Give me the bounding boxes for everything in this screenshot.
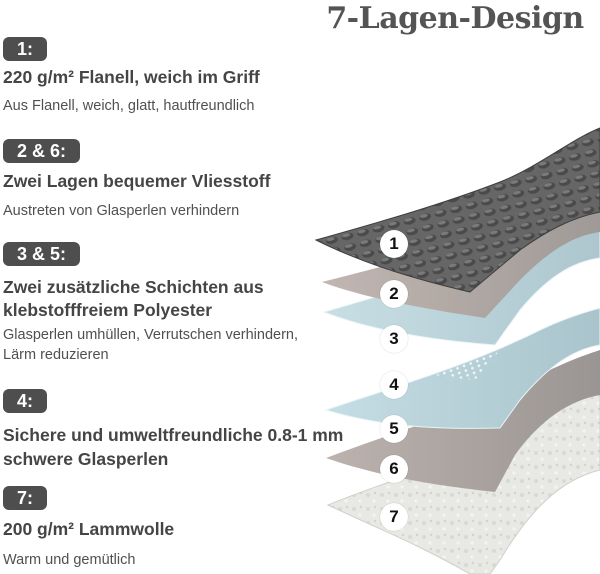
layer-badge-7: 7: bbox=[3, 486, 48, 510]
layer-2-6-description: Austreten von Glasperlen verhindern bbox=[3, 203, 240, 219]
layer-4-heading: Sichere und umweltfreundliche 0.8-1 mm bbox=[3, 425, 344, 445]
layer-4-heading-line2: schwere Glasperlen bbox=[3, 449, 169, 469]
layer-3-5-description: Glasperlen umhüllen, Verrutschen verhind… bbox=[3, 327, 298, 343]
layer-2-6-heading: Zwei Lagen bequemer Vliesstoff bbox=[3, 171, 271, 191]
layer-number-2: 2 bbox=[380, 280, 408, 308]
layer-3-5-description-line2: Lärm reduzieren bbox=[3, 347, 109, 363]
layer-number-7: 7 bbox=[380, 503, 408, 531]
layer-3-5-heading-line2: klebstofffreiem Polyester bbox=[3, 300, 213, 320]
layer-3-5-heading: Zwei zusätzliche Schichten aus bbox=[3, 277, 264, 297]
layer-badge-1: 1: bbox=[3, 37, 48, 61]
layer-number-6: 6 bbox=[380, 455, 408, 483]
layer-number-3: 3 bbox=[380, 325, 408, 353]
layer-number-5: 5 bbox=[380, 415, 408, 443]
layer-7-heading: 200 g/m² Lammwolle bbox=[3, 519, 175, 539]
layer-badge-4: 4: bbox=[3, 389, 48, 413]
layer-number-4: 4 bbox=[380, 371, 408, 399]
layer-1-description: Aus Flanell, weich, glatt, hautfreundlic… bbox=[3, 98, 255, 114]
layer-badge-3-5: 3 & 5: bbox=[3, 242, 81, 266]
layer-number-1: 1 bbox=[380, 230, 408, 258]
layer-1-heading: 220 g/m² Flanell, weich im Griff bbox=[3, 67, 260, 87]
layer-7-description: Warm und gemütlich bbox=[3, 552, 136, 568]
layer-badge-2-6: 2 & 6: bbox=[3, 139, 81, 163]
page-title: 7-Lagen-Design bbox=[326, 1, 584, 36]
